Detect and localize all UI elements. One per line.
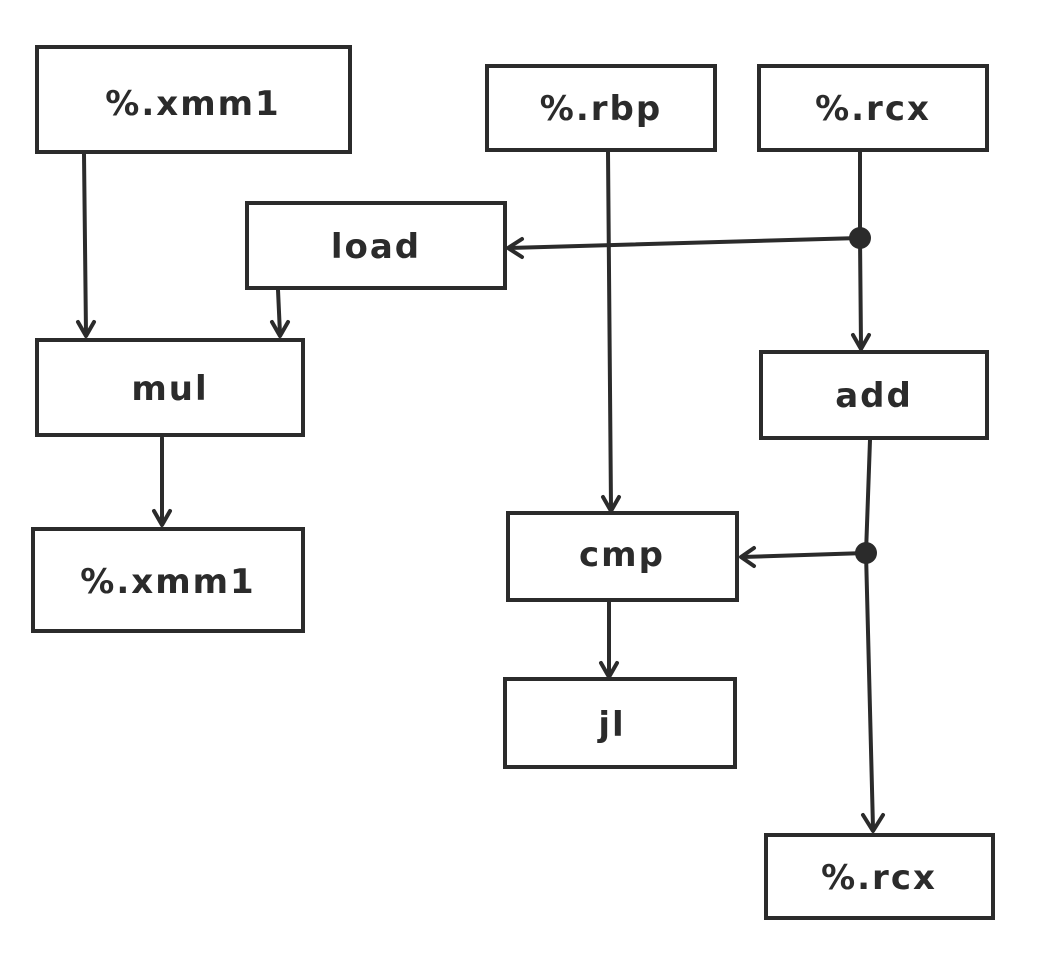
arrowhead-cmp-right bbox=[739, 546, 756, 568]
node-add: add bbox=[759, 350, 989, 440]
edges bbox=[76, 150, 885, 833]
arrowhead-xmm1-bottom bbox=[152, 509, 172, 527]
node-label: load bbox=[331, 227, 421, 267]
arrowhead-mul-right bbox=[270, 320, 290, 338]
edge-junction-to-load bbox=[507, 236, 862, 250]
node-label: %.xmm1 bbox=[105, 84, 280, 124]
node-xmm1-top: %.xmm1 bbox=[35, 45, 352, 154]
node-label: %.rcx bbox=[821, 858, 937, 898]
arrowhead-add bbox=[851, 333, 871, 351]
node-rcx-bottom: %.rcx bbox=[764, 833, 995, 920]
edge-junction-to-rcx bbox=[864, 551, 875, 830]
arrowhead-load bbox=[506, 237, 524, 259]
node-mul: mul bbox=[35, 338, 305, 437]
junction-dot-add bbox=[855, 542, 877, 564]
node-label: cmp bbox=[579, 535, 665, 575]
node-label: mul bbox=[131, 369, 208, 409]
node-cmp: cmp bbox=[506, 511, 739, 602]
edge-junction-to-add bbox=[858, 236, 863, 348]
node-xmm1-bottom: %.xmm1 bbox=[31, 527, 305, 633]
node-label: add bbox=[835, 376, 913, 416]
node-jl: jl bbox=[503, 677, 737, 769]
edge-xmm1-to-mul bbox=[82, 152, 88, 336]
node-label: jl bbox=[596, 705, 625, 745]
arrowhead-mul-left bbox=[76, 320, 96, 338]
node-label: %.rbp bbox=[540, 89, 662, 129]
node-load: load bbox=[245, 201, 507, 290]
node-label: %.xmm1 bbox=[80, 562, 255, 602]
arrowhead-rcx-bottom bbox=[861, 813, 885, 833]
edge-rbp-to-cmp bbox=[606, 150, 613, 510]
node-rbp: %.rbp bbox=[485, 64, 717, 152]
edge-load-to-mul bbox=[276, 288, 282, 336]
node-rcx-top: %.rcx bbox=[757, 64, 989, 152]
junction-dot-rcx bbox=[849, 227, 871, 249]
edge-junction-to-cmp bbox=[740, 551, 868, 559]
edge-add-to-junction bbox=[864, 438, 872, 555]
node-label: %.rcx bbox=[815, 89, 931, 129]
